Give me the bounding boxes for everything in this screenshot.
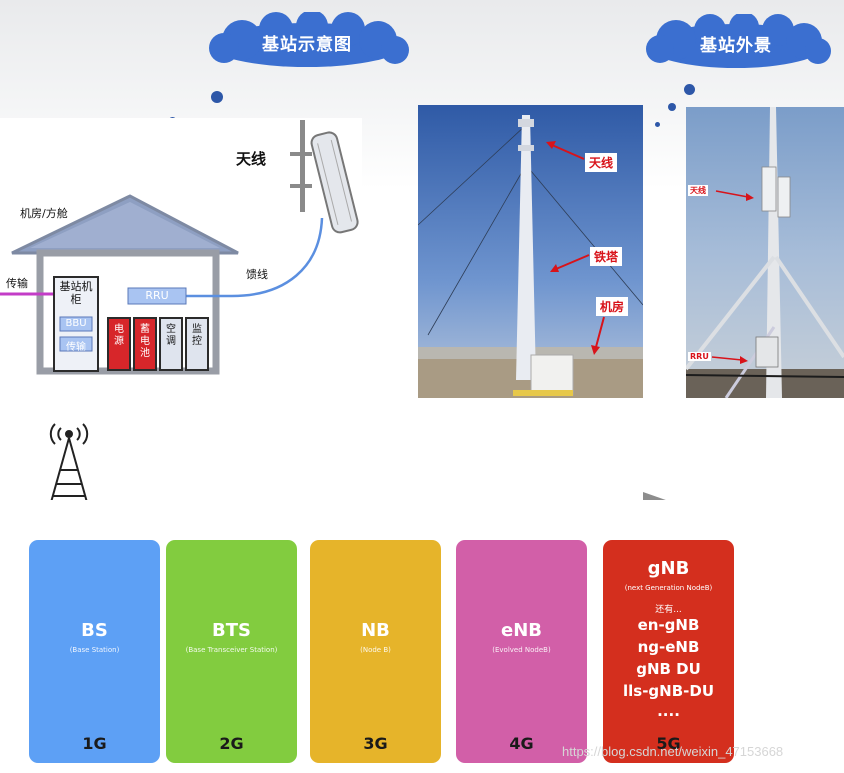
- photo2-rru-label: RRU: [688, 352, 711, 361]
- cabinet-label: 基站机柜: [59, 280, 93, 306]
- generation-name: gNB: [647, 558, 690, 579]
- also-known-as: 还有...: [655, 605, 682, 615]
- photo2-antenna-label: 天线: [688, 185, 708, 196]
- generation-fullname: (next Generation NodeB): [624, 584, 713, 592]
- alias-item: ng-eNB: [637, 638, 700, 656]
- generation-name: BTS: [212, 620, 251, 641]
- schematic-drawing: [0, 120, 359, 375]
- alias-item: gNB DU: [636, 660, 701, 678]
- base-station-schematic: 天线 机房/方舱 传输 馈线 基站机柜 BBU 传输 RRU 电源 蓄电池 空调…: [0, 118, 362, 398]
- cloud-bubble-dot: [668, 103, 676, 111]
- rru-label: RRU: [145, 289, 169, 302]
- generation-name: NB: [361, 620, 390, 641]
- generation-label: 2G: [219, 734, 244, 753]
- rru-box: [127, 287, 187, 305]
- generation-card-5g: gNB (next Generation NodeB) 还有... en-gNB…: [603, 540, 734, 763]
- unit-label-power: 电源: [114, 324, 124, 347]
- unit-label-monitor: 监控: [192, 324, 202, 347]
- cloud-bubble-dot: [655, 122, 660, 127]
- cabinet-transmission-label: 传输: [66, 342, 86, 353]
- antenna-pole: [300, 120, 305, 212]
- diagram-title-cloud: 基站示意图: [200, 12, 414, 72]
- generation-name: BS: [81, 620, 108, 641]
- cloud-bubble-dot: [684, 84, 695, 95]
- generation-fullname: (Node B): [360, 646, 391, 654]
- photo1-arrows: [546, 141, 605, 355]
- generation-label: 3G: [363, 734, 388, 753]
- photo1-tower-label: 铁塔: [590, 247, 623, 266]
- photo-title-cloud: 基站外景: [640, 14, 832, 72]
- generation-name: eNB: [501, 620, 542, 641]
- alias-item: ....: [657, 702, 680, 720]
- alias-item: en-gNB: [637, 616, 700, 634]
- feeder-line: [186, 217, 324, 298]
- generation-fullname: (Base Transceiver Station): [185, 646, 278, 654]
- generation-label: 5G: [656, 734, 681, 753]
- alias-item: lls-gNB-DU: [622, 682, 715, 700]
- photo1-antenna-label: 天线: [585, 153, 618, 172]
- photo-title: 基站外景: [700, 35, 772, 56]
- room-label: 机房/方舱: [20, 207, 68, 220]
- generation-card-2g: BTS (Base Transceiver Station) 2G: [166, 540, 297, 763]
- generation-card-4g: eNB (Evolved NodeB) 4G: [456, 540, 587, 763]
- generation-label: 4G: [509, 734, 534, 753]
- tower-signal-icon: [49, 423, 89, 500]
- feeder-label: 馈线: [246, 268, 268, 281]
- watermark: https://blog.csdn.net/weixin_47153668: [562, 744, 784, 759]
- tower-photo: 天线 铁塔 机房: [418, 105, 643, 398]
- cloud-bubble-dot: [211, 91, 223, 103]
- generation-card-3g: NB (Node B) 3G: [310, 540, 441, 763]
- unit-label-aircon: 空调: [166, 324, 176, 347]
- photo1-room-label: 机房: [596, 297, 629, 316]
- antenna-label: 天线: [236, 150, 267, 168]
- rru-photo: 天线 RRU: [686, 107, 844, 398]
- bbu-label: BBU: [65, 318, 87, 329]
- transmission-label: 传输: [6, 277, 28, 290]
- timeline-axis: [49, 423, 666, 500]
- unit-label-battery: 蓄电池: [140, 324, 150, 359]
- antenna-panel: [310, 131, 359, 234]
- generation-fullname: (Evolved NodeB): [492, 646, 551, 654]
- generation-label: 1G: [82, 734, 107, 753]
- diagram-title: 基站示意图: [262, 34, 352, 55]
- generation-card-1g: BS (Base Station) 1G: [29, 540, 160, 763]
- generation-fullname: (Base Station): [69, 646, 120, 654]
- photo2-arrows: [711, 190, 754, 364]
